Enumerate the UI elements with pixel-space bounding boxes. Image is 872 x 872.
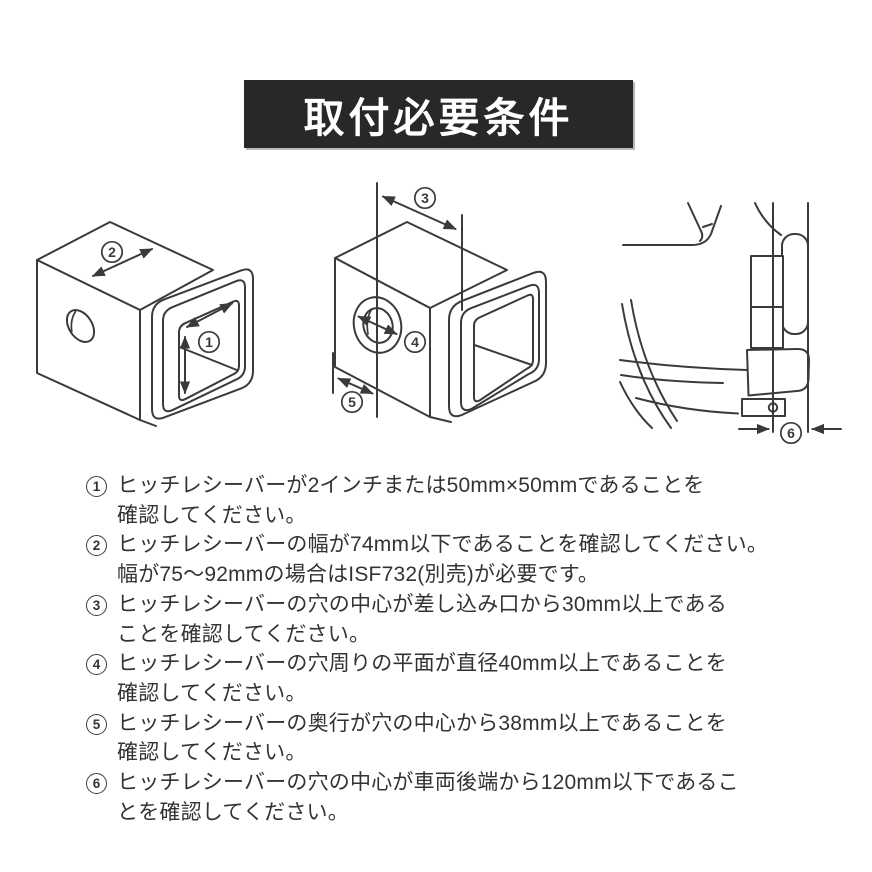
vehicle-line-art — [619, 202, 842, 435]
requirement-text: ヒッチレシーバーが2インチまたは50mm×50mmであることを確認してください。 — [117, 471, 704, 530]
requirement-line: ヒッチレシーバーが2インチまたは50mm×50mmであることを — [117, 474, 705, 497]
bumper-lower — [746, 348, 810, 397]
hole-offset-arrow — [381, 195, 457, 230]
hitch-receiver — [741, 398, 786, 417]
requirement-item: 2 ヒッチレシーバーの幅が74mm以下であることを確認してください。幅が75〜9… — [86, 530, 808, 589]
callout-4: 4 — [403, 330, 427, 354]
requirement-line: ことを確認してください。 — [117, 622, 371, 646]
requirement-line: 確認してください。 — [117, 503, 307, 527]
rear-panel — [750, 255, 784, 349]
depth-arrow — [337, 377, 374, 395]
requirement-text: ヒッチレシーバーの奥行が穴の中心から38mm以上であることを確認してください。 — [117, 709, 727, 768]
requirement-line: ヒッチレシーバーの奥行が穴の中心から38mm以上であることを — [117, 711, 727, 735]
flat-diameter-arrow — [357, 315, 398, 335]
callout-1: 1 — [197, 330, 221, 354]
requirement-number-badge: 5 — [86, 713, 107, 735]
requirement-text: ヒッチレシーバーの穴の中心が車両後端から120mm以下であることを確認してくださ… — [117, 768, 739, 827]
requirement-line: 確認してください。 — [117, 741, 307, 765]
requirement-item: 5 ヒッチレシーバーの奥行が穴の中心から38mm以上であることを確認してください… — [86, 709, 808, 768]
callout-4-label: 4 — [411, 334, 419, 350]
rear-hatch-edge — [622, 205, 722, 246]
requirements-list: 1 ヒッチレシーバーが2インチまたは50mm×50mmであることを確認してくださ… — [86, 471, 808, 827]
callout-2: 2 — [100, 240, 124, 264]
requirement-line: 幅が75〜92mmの場合はISF732(別売)が必要です。 — [117, 563, 600, 587]
title-banner: 取付必要条件 — [244, 80, 633, 148]
requirement-text: ヒッチレシーバーの穴の中心が差し込み口から30mm以上であることを確認してくださ… — [117, 590, 727, 649]
callout-6: 6 — [779, 421, 803, 445]
requirement-text: ヒッチレシーバーの幅が74mm以下であることを確認してください。幅が75〜92m… — [117, 530, 768, 589]
requirement-text: ヒッチレシーバーの穴周りの平面が直径40mm以上であることを確認してください。 — [117, 649, 727, 708]
requirement-item: 1 ヒッチレシーバーが2インチまたは50mm×50mmであることを確認してくださ… — [86, 471, 808, 530]
callout-3: 3 — [413, 186, 437, 210]
requirement-number-badge: 3 — [86, 594, 107, 616]
receiver-opening — [473, 293, 534, 403]
requirement-item: 6 ヒッチレシーバーの穴の中心が車両後端から120mm以下であることを確認してく… — [86, 768, 808, 827]
requirement-line: ヒッチレシーバーの穴周りの平面が直径40mm以上であることを — [117, 652, 727, 676]
callout-5-label: 5 — [348, 394, 356, 410]
page-title: 取付必要条件 — [303, 95, 574, 141]
callout-5: 5 — [340, 390, 364, 414]
requirement-line: ヒッチレシーバーの穴の中心が車両後端から120mm以下であるこ — [117, 771, 739, 795]
requirement-item: 4 ヒッチレシーバーの穴周りの平面が直径40mm以上であることを確認してください… — [86, 649, 808, 708]
requirement-line: ヒッチレシーバーの幅が74mm以下であることを確認してください。 — [117, 533, 769, 557]
side-hole — [65, 309, 96, 343]
requirement-number-badge: 1 — [86, 476, 107, 497]
requirement-item: 3 ヒッチレシーバーの穴の中心が差し込み口から30mm以上であることを確認してく… — [86, 590, 808, 649]
receiver-line-art — [36, 221, 254, 427]
requirement-number-badge: 2 — [86, 535, 107, 557]
vehicle-rear-diagram: 6 — [619, 202, 842, 445]
callout-1-label: 1 — [205, 334, 213, 350]
callout-3-label: 3 — [421, 190, 429, 206]
rear-bumper — [781, 233, 809, 335]
width-dimension-arrow — [91, 248, 154, 277]
requirement-line: 確認してください。 — [117, 681, 307, 705]
wheel-arch — [621, 303, 672, 429]
receiver-line-art — [332, 182, 547, 423]
requirement-line: とを確認してください。 — [117, 800, 349, 824]
requirement-line: ヒッチレシーバーの穴の中心が差し込み口から30mm以上である — [117, 592, 727, 616]
requirement-number-badge: 6 — [86, 773, 107, 795]
callout-6-label: 6 — [787, 425, 795, 441]
callout-2-label: 2 — [108, 244, 116, 260]
opening-diagonal-arrow — [185, 302, 234, 328]
receiver-size-diagram: 2 1 — [36, 221, 254, 427]
requirement-number-badge: 4 — [86, 654, 107, 676]
receiver-hole-position-diagram: 3 4 5 — [332, 182, 547, 423]
